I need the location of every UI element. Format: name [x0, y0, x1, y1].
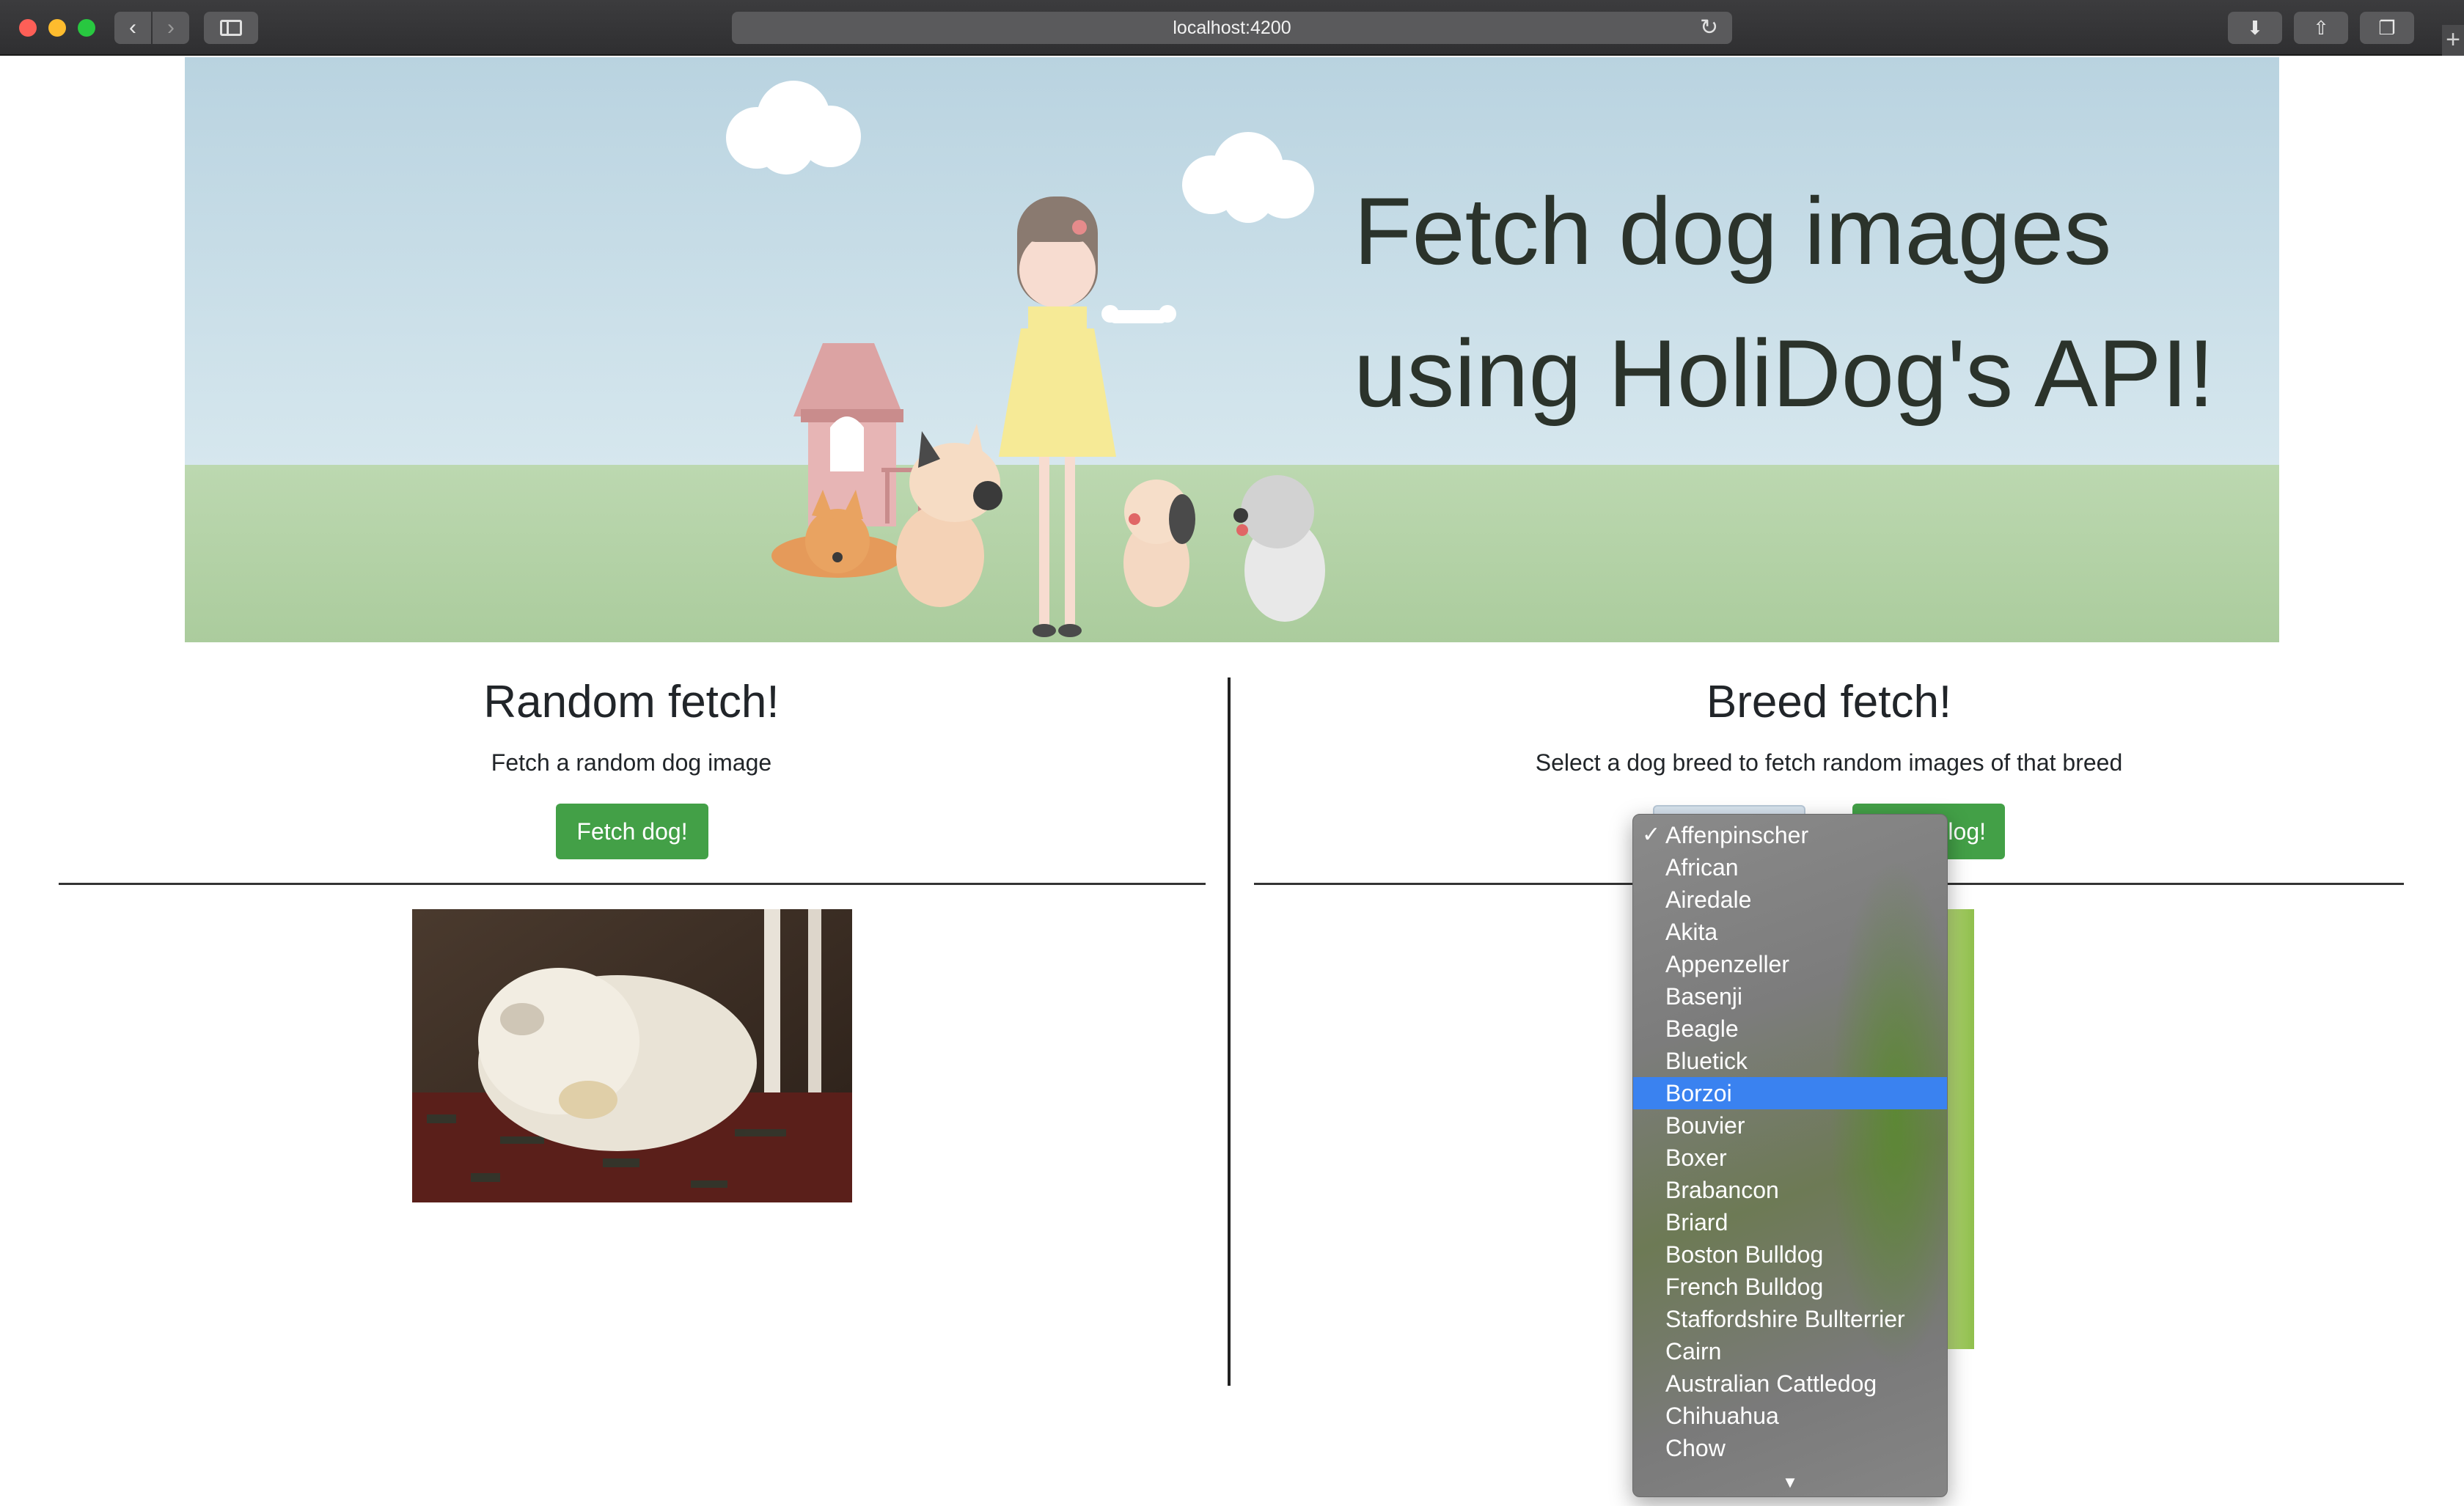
column-divider [1228, 677, 1231, 1386]
breed-option-label: Bluetick [1665, 1048, 1748, 1074]
breed-option[interactable]: French Bulldog [1633, 1271, 1947, 1303]
hero-title: Fetch dog images using HoliDog's API! [1354, 160, 2234, 444]
breed-option-label: Boxer [1665, 1145, 1727, 1171]
random-dog-image [412, 909, 852, 1202]
breed-option[interactable]: Bouvier [1633, 1109, 1947, 1142]
breed-option-label: Airedale [1665, 886, 1752, 913]
breed-option-label: Beagle [1665, 1015, 1739, 1042]
minimize-window-button[interactable] [48, 19, 66, 37]
address-bar[interactable]: localhost:4200 [732, 12, 1732, 44]
random-fetch-subtitle: Fetch a random dog image [491, 749, 772, 776]
breed-option-label: Boston Bulldog [1665, 1241, 1824, 1268]
breed-option-label: African [1665, 854, 1739, 881]
breed-option-label: Appenzeller [1665, 951, 1789, 977]
checkmark-icon: ✓ [1642, 823, 1661, 847]
breed-option[interactable]: Staffordshire Bullterrier [1633, 1303, 1947, 1335]
breed-option[interactable]: African [1633, 851, 1947, 884]
breed-option[interactable]: Akita [1633, 916, 1947, 948]
breed-option[interactable]: Briard [1633, 1206, 1947, 1238]
hero-grass [185, 465, 2279, 642]
chevron-left-icon: ‹ [129, 15, 136, 40]
reload-icon[interactable]: ↻ [1700, 15, 1719, 40]
breed-option[interactable]: Beagle [1633, 1013, 1947, 1045]
cloud-icon [726, 81, 861, 175]
breed-option[interactable]: Boxer [1633, 1142, 1947, 1174]
breed-fetch-subtitle: Select a dog breed to fetch random image… [1535, 749, 2123, 776]
random-fetch-title: Random fetch! [483, 677, 780, 727]
forward-button[interactable]: › [153, 12, 189, 44]
breed-option[interactable]: ✓Affenpinscher [1633, 819, 1947, 851]
breed-option-label: Chow [1665, 1435, 1726, 1461]
breed-option-label: Chihuahua [1665, 1403, 1779, 1429]
breed-option[interactable]: Chihuahua [1633, 1400, 1947, 1432]
dog-icon [1233, 475, 1325, 622]
house-icon [793, 343, 925, 526]
hero-title-line2: using HoliDog's API! [1354, 320, 2215, 427]
dog-icon [896, 424, 1002, 607]
breed-option[interactable]: Airedale [1633, 884, 1947, 916]
downloads-button[interactable]: ⬇ [2228, 12, 2282, 44]
dog-icon [1123, 480, 1195, 607]
breed-option-label: Borzoi [1665, 1080, 1732, 1106]
breed-option-label: French Bulldog [1665, 1274, 1824, 1300]
breed-option[interactable]: Basenji [1633, 980, 1947, 1013]
sidebar-icon [220, 20, 242, 36]
hero-illustration [726, 81, 1325, 637]
browser-toolbar: ‹ › localhost:4200 ↻ ⬇ ⇧ ❐ + [0, 0, 2464, 56]
share-icon: ⇧ [2313, 17, 2329, 39]
breed-option[interactable]: Cairn [1633, 1335, 1947, 1367]
breed-option[interactable]: Boston Bulldog [1633, 1238, 1947, 1271]
random-fetch-button[interactable]: Fetch dog! [556, 804, 708, 859]
breed-option-label: Australian Cattledog [1665, 1370, 1877, 1397]
breed-option[interactable]: Borzoi [1633, 1077, 1947, 1109]
breed-option[interactable]: Appenzeller [1633, 948, 1947, 980]
tab-overview-button[interactable]: ❐ [2360, 12, 2414, 44]
scroll-down-arrow-icon[interactable]: ▼ [1782, 1473, 1798, 1491]
hero-banner: Fetch dog images using HoliDog's API! [185, 57, 2279, 642]
url-text: localhost:4200 [1173, 18, 1291, 38]
close-window-button[interactable] [19, 19, 37, 37]
zoom-window-button[interactable] [78, 19, 95, 37]
share-button[interactable]: ⇧ [2294, 12, 2348, 44]
dog-icon [771, 490, 903, 578]
breed-option-label: Staffordshire Bullterrier [1665, 1306, 1905, 1332]
breed-option[interactable]: Chow [1633, 1432, 1947, 1464]
breed-option-label: Basenji [1665, 983, 1742, 1010]
breed-option[interactable]: Brabancon [1633, 1174, 1947, 1206]
sidebar-toggle-button[interactable] [204, 12, 258, 44]
random-section-divider [59, 883, 1206, 885]
back-button[interactable]: ‹ [114, 12, 151, 44]
tabs-icon: ❐ [2378, 17, 2396, 39]
breed-option-label: Akita [1665, 919, 1718, 945]
girl-icon [999, 196, 1176, 637]
download-icon: ⬇ [2247, 17, 2263, 39]
breed-option[interactable]: Bluetick [1633, 1045, 1947, 1077]
chevron-right-icon: › [167, 15, 175, 40]
breed-option-label: Bouvier [1665, 1112, 1745, 1139]
cloud-icon [1182, 132, 1314, 223]
breed-fetch-title: Breed fetch! [1706, 677, 1952, 727]
breed-option-label: Cairn [1665, 1338, 1722, 1364]
breed-option-label: Briard [1665, 1209, 1728, 1235]
breed-option[interactable]: Australian Cattledog [1633, 1367, 1947, 1400]
breed-option-label: Brabancon [1665, 1177, 1779, 1203]
new-tab-button[interactable]: + [2442, 25, 2464, 56]
hero-title-line1: Fetch dog images [1354, 177, 2112, 284]
plus-icon: + [2446, 26, 2460, 54]
dog-photo-icon [412, 909, 852, 1202]
breed-option-label: Affenpinscher [1665, 822, 1809, 848]
